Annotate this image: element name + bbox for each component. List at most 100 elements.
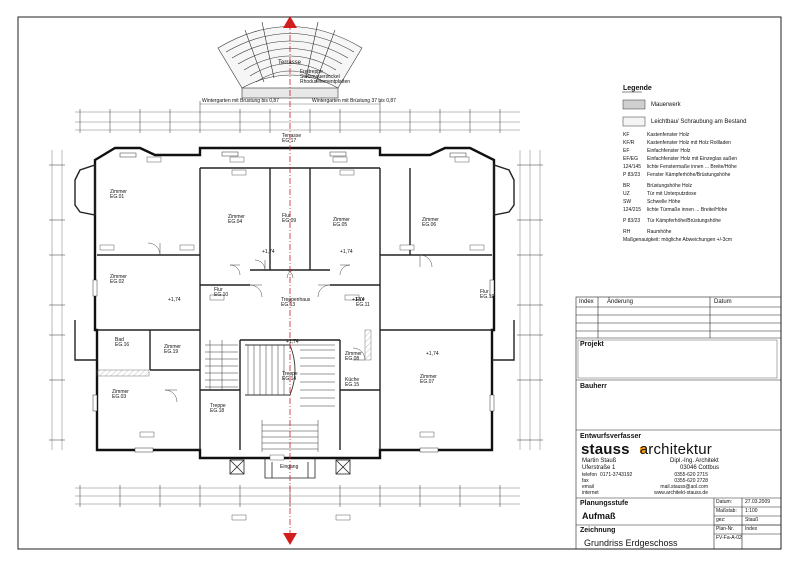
abbreviation-text: lichte Türmaße innen ... Breite/Höhe [647, 207, 728, 213]
terrace-note: Freitreppe Stützmauersockel Rhoduselemen… [300, 69, 351, 85]
contact-value-secondary: 0355-620 2728 [674, 478, 708, 484]
firm-brand-right: architektur [639, 441, 712, 458]
date-header: Datum [714, 299, 732, 305]
level-mark: +1,74 [168, 297, 181, 303]
dimension-ticks-sides [49, 164, 543, 441]
abbreviation-text: Fenster Kämpferhöhe/Brüstungshöhe [647, 172, 731, 178]
meta-label: Datum: [716, 499, 733, 505]
abbreviation-text: Schwelle Höhe [647, 199, 681, 205]
title-block-frame [575, 296, 782, 550]
firm-degree: Dipl.-Ing. Architekt [670, 458, 719, 464]
contact-value-secondary: www.architekt-stauss.de [654, 490, 708, 496]
client-label: Bauherr [580, 383, 607, 390]
meta-value: 27.03.2009 [745, 499, 771, 505]
drawing-title: Grundriss Erdgeschoss [584, 538, 678, 548]
planning-stage-label: Planungsstufe [580, 500, 629, 507]
abbreviation-code: 124/145 [623, 164, 642, 170]
abbreviation-text: Maßgenauigkeit: mögliche Abweichungen +/… [623, 237, 733, 243]
hatched-wall-strip [96, 369, 150, 377]
legend-abbreviation-row: 124/145 lichte Fenstermaße innen ... Brei… [623, 164, 773, 172]
legend-swatch-label: Leichtbau/ Schraubung am Bestand [651, 119, 747, 125]
project-label: Projekt [580, 341, 604, 348]
index-header: Index [579, 299, 594, 305]
note-top-right: Wintergarten mit Brüstung 37 bis 0,87 [312, 98, 396, 104]
abbreviation-code: 124/215 [623, 207, 642, 213]
abbreviation-code: KF/R [623, 140, 635, 146]
section-markers [283, 16, 297, 545]
dimension-lines-bottom [75, 487, 520, 505]
legend-abbreviation-row: SW Schwelle Höhe [623, 199, 773, 207]
firm-brand-left: stauss [581, 441, 630, 458]
abbreviation-text: Einfachfenster Holz [647, 148, 691, 154]
note-top-left: Wintergarten mit Brüstung bis 0,87 [202, 98, 279, 104]
planning-stage: Aufmaß [582, 511, 616, 521]
contact-value-secondary: 0355-620 2715 [674, 472, 708, 478]
hatched-partition [364, 329, 372, 361]
legend-title: Legende [623, 85, 652, 92]
meta-label: gez: [716, 517, 726, 523]
terrace-label: Terrasse [278, 60, 302, 66]
contact-value: 0171-3743192 [600, 472, 633, 478]
entrance-portico [229, 458, 351, 479]
contact-label: internet [582, 490, 599, 496]
meta-label: Maßstab: [716, 508, 737, 514]
abbreviation-text: Raumhöhe [647, 229, 672, 235]
abbreviation-text: Tür mit Unterputzdose [647, 191, 697, 197]
main-staircase [205, 340, 335, 407]
meta-value: Index [745, 526, 758, 532]
abbreviation-text: Einfachfenster Holz mit Einzeglas außen [647, 156, 738, 162]
entrance-label: Eingang [280, 464, 299, 470]
abbreviation-code: RH [623, 229, 631, 235]
abbreviation-code: SW [623, 199, 632, 205]
abbreviation-code: EF/EG [623, 156, 639, 162]
contact-row: internet www.architekt-stauss.de [582, 490, 708, 496]
contact-label: fax [582, 478, 589, 484]
abbreviation-text: lichte Fenstermaße innen ... Breite/Höhe [647, 164, 737, 170]
meta-value: 1:100 [745, 508, 758, 514]
inner-walls [97, 167, 492, 450]
firm-name: Martin Stauß [582, 458, 617, 464]
abbreviation-text: Tür Kämpferhöhe/Brüstungshöhe [647, 218, 721, 224]
level-mark: +1,74 [262, 249, 275, 255]
project-field [577, 339, 778, 379]
dimension-lines-top [75, 103, 520, 131]
drawing-label: Zeichnung [580, 527, 616, 534]
door-swings [147, 242, 433, 403]
bay-windows [74, 164, 515, 361]
firm-brand: stauss architektur [581, 442, 712, 457]
window-marks [92, 151, 495, 453]
legend-swatches [622, 99, 646, 127]
level-mark: +1,74 [426, 351, 439, 357]
dimension-lines-sides [51, 150, 541, 450]
contact-label: telefon [582, 472, 598, 478]
firm-city: 03046 Cottbus [680, 465, 720, 471]
change-header: Änderung [607, 299, 634, 305]
sheet-border [17, 16, 782, 550]
legend-swatch-label: Mauerwerk [651, 102, 681, 108]
meta-value: FV-Fa-A-02 [716, 535, 742, 541]
